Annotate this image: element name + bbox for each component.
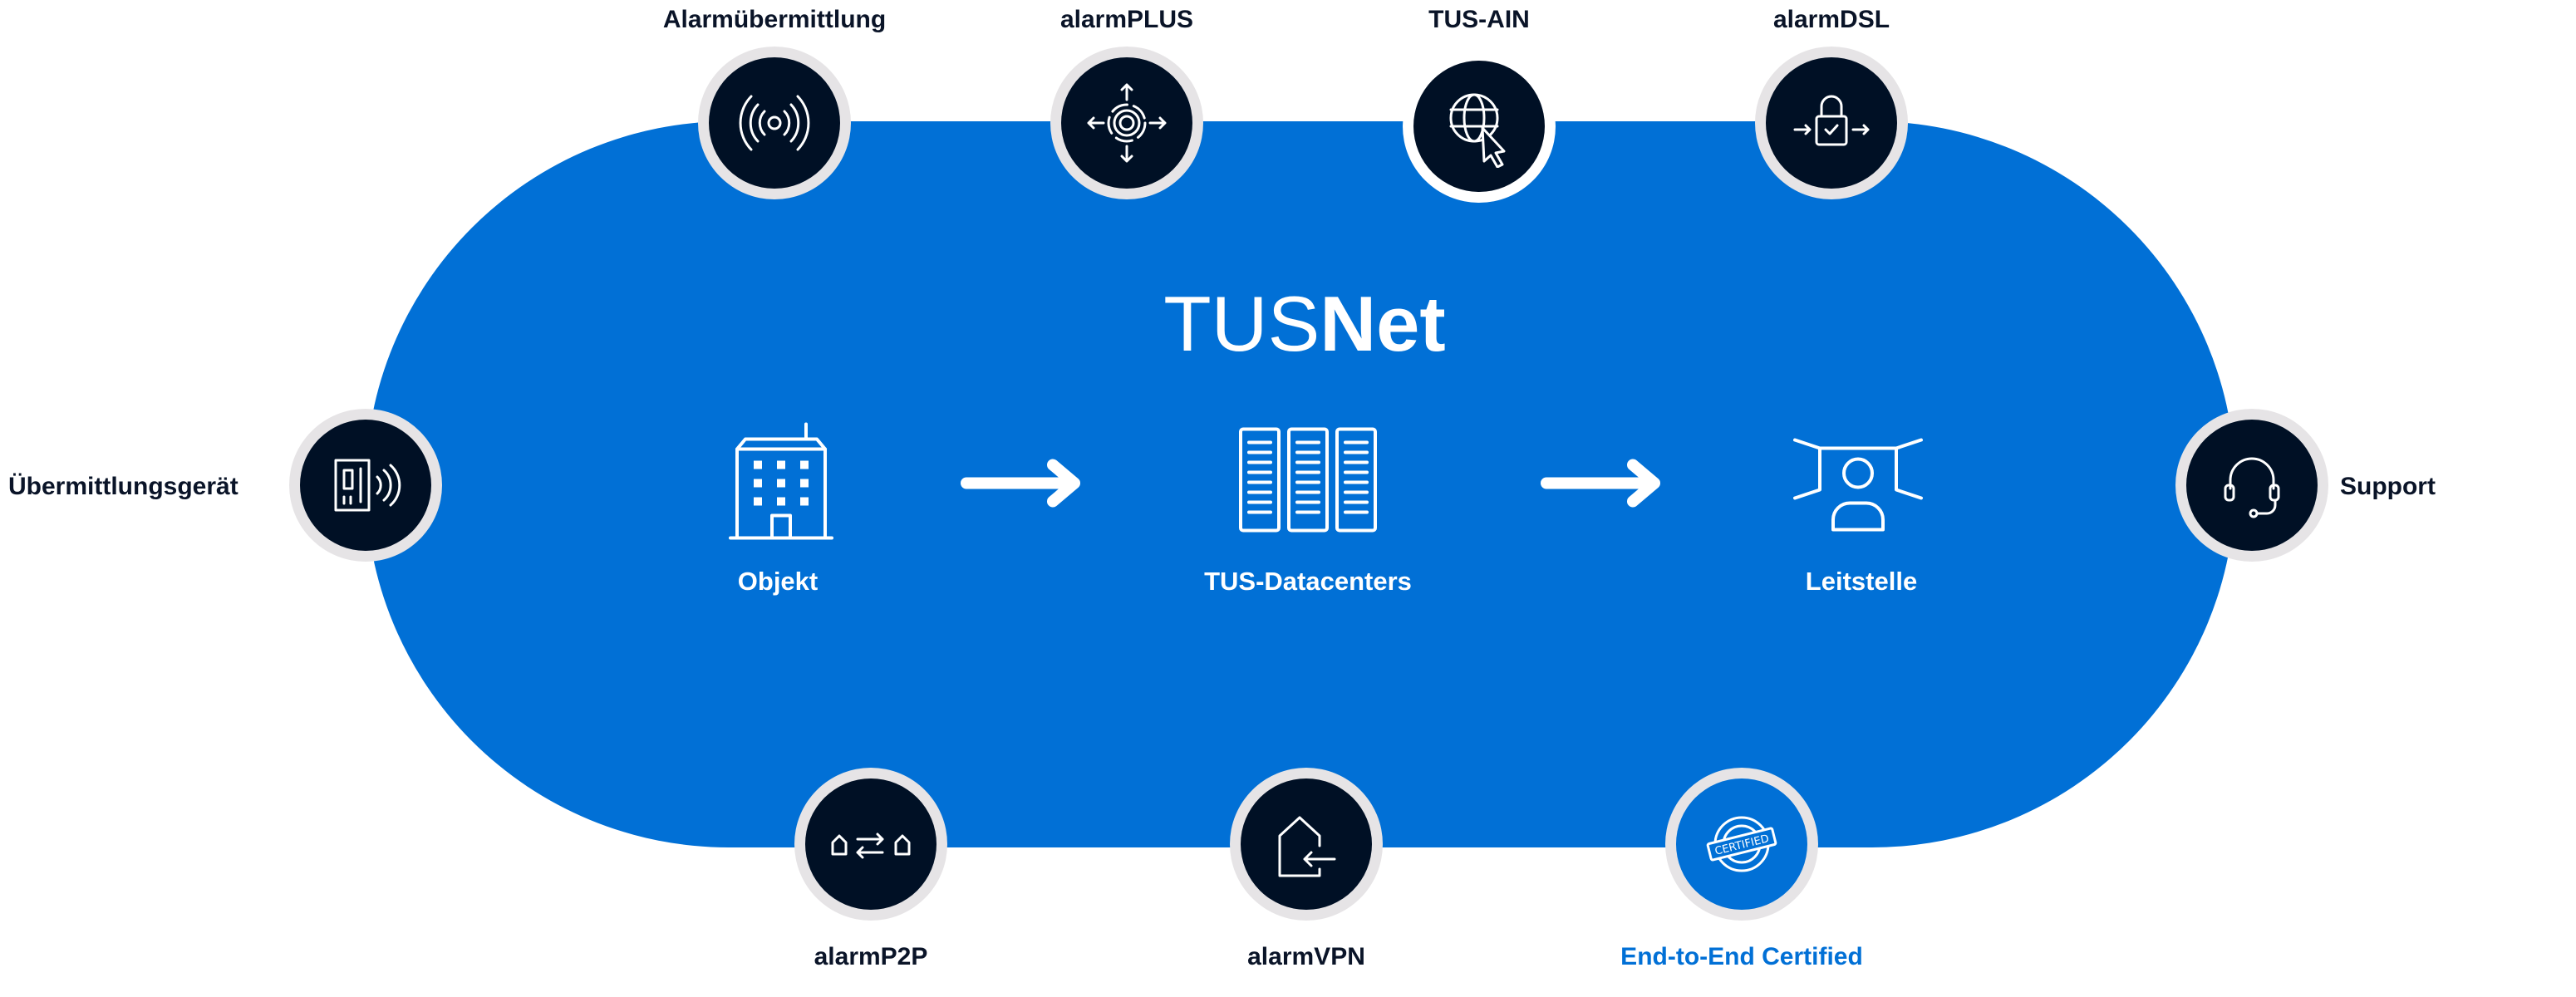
- node-uebermittlungsgeraet[interactable]: [289, 409, 442, 562]
- node-alarmp2p[interactable]: [794, 768, 947, 921]
- node-end-to-end-certified[interactable]: CERTIFIED: [1665, 768, 1818, 921]
- label-alarmdsl: alarmDSL: [1772, 6, 1890, 33]
- label-alarmp2p: alarmP2P: [814, 943, 928, 970]
- node-alarmplus[interactable]: [1050, 47, 1203, 199]
- building-icon: [727, 418, 835, 547]
- house-exchange-icon: [831, 832, 911, 859]
- tusnet-title: TUSNet: [1163, 280, 1446, 367]
- node-alarmvpn[interactable]: [1230, 768, 1383, 921]
- flow-label-datacenters: TUS-Datacenters: [1204, 567, 1412, 596]
- label-alarmplus: alarmPLUS: [1059, 6, 1194, 33]
- globe-cursor-icon: [1449, 93, 1506, 168]
- node-alarmdsl[interactable]: [1755, 47, 1908, 199]
- headset-icon: [2224, 457, 2280, 518]
- arrow-right-icon: [960, 459, 1084, 513]
- label-alarmvpn: alarmVPN: [1247, 943, 1365, 970]
- transmitter-device-icon: [334, 459, 401, 512]
- lock-transfer-icon: [1793, 95, 1870, 146]
- broadcast-signal-icon: [739, 95, 810, 151]
- arrow-right-icon: [1540, 459, 1664, 513]
- tusnet-network-area: [366, 121, 2235, 847]
- radiate-arrows-icon: [1087, 83, 1167, 163]
- label-tus-ain: TUS-AIN: [1428, 6, 1530, 33]
- label-support: Support: [2340, 473, 2436, 500]
- certified-stamp-icon: CERTIFIED: [1706, 816, 1777, 872]
- flow-label-leitstelle: Leitstelle: [1805, 567, 1918, 596]
- house-enter-icon: [1278, 816, 1336, 877]
- control-center-operator-icon: [1792, 434, 1925, 538]
- node-alarmuebermittlung[interactable]: [698, 47, 851, 199]
- node-support[interactable]: [2175, 409, 2328, 562]
- label-uebermittlungsgeraet: Übermittlungsgerät: [8, 473, 238, 500]
- node-tus-ain[interactable]: [1403, 50, 1556, 203]
- label-alarmuebermittlung: Alarmübermittlung: [662, 6, 887, 33]
- label-end-to-end-certified: End-to-End Certified: [1620, 943, 1863, 970]
- flow-label-objekt: Objekt: [737, 567, 819, 596]
- server-rack-icon: [1237, 426, 1379, 538]
